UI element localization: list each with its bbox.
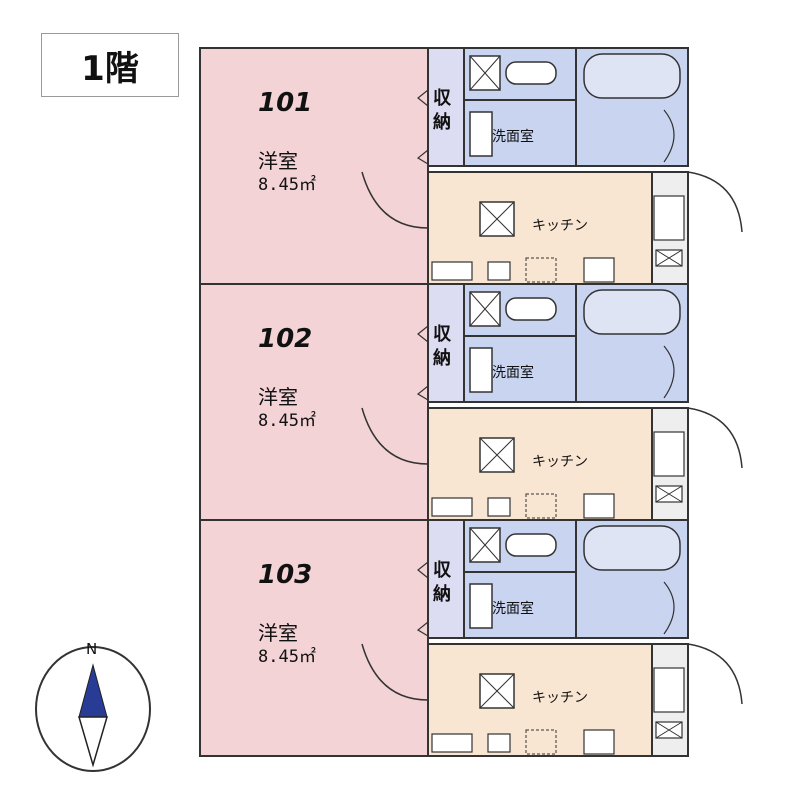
bath-door-icon [663,581,675,635]
western-room-door-icon [361,643,429,701]
shoe-cabinet-icon [653,195,685,241]
compass-north-needle-icon [78,663,108,718]
storage-label-1: 収 [433,88,452,109]
washing-machine-icon [583,729,615,755]
storage-label-1: 収 [433,324,452,345]
room-area-label: 8.45㎡ [258,175,316,195]
room-number: 102 [258,324,312,354]
storage-label-2: 納 [433,111,451,133]
kitchen-sink-icon [487,261,511,281]
floor-label: 1階 [41,33,179,97]
western-room-door-icon [361,171,429,229]
western-room [199,283,429,521]
room-area-label: 8.45㎡ [258,647,316,667]
room-area-label: 8.45㎡ [258,411,316,431]
storage-label-2: 納 [433,583,451,605]
compass-south-needle-icon [78,716,108,768]
kitchen-label: キッチン [532,690,588,706]
western-room [199,519,429,757]
bath-door-icon [663,345,675,399]
storage-label-1: 収 [433,560,452,581]
toilet-icon [505,297,557,321]
western-room [199,47,429,285]
storage-closet [427,47,465,167]
compass-north-label: N [86,640,97,658]
storage-closet [427,519,465,639]
storage-closet [427,283,465,403]
washroom-label: 洗面室 [492,600,534,617]
sink-icon [469,583,493,629]
room-type-label: 洋室 [258,621,298,645]
washroom-label: 洗面室 [492,128,534,145]
sink-icon [469,347,493,393]
bathtub-icon [583,53,681,99]
kitchen-label: キッチン [532,454,588,470]
shoe-cabinet-icon [653,431,685,477]
washroom-label: 洗面室 [492,364,534,381]
bathtub-icon [583,525,681,571]
bathtub-icon [583,289,681,335]
fridge-space-icon [525,493,557,519]
kitchen-sink-icon [487,497,511,517]
stove-icon [431,733,473,753]
storage-label-2: 納 [433,347,451,369]
entrance-door-icon [687,171,743,233]
washing-machine-icon [583,493,615,519]
room-type-label: 洋室 [258,149,298,173]
room-type-label: 洋室 [258,385,298,409]
shoe-cabinet-icon [653,667,685,713]
compass: N [35,640,151,772]
room-number: 101 [258,88,312,118]
room-number: 103 [258,560,312,590]
entrance-door-icon [687,407,743,469]
stove-icon [431,261,473,281]
stove-icon [431,497,473,517]
sink-icon [469,111,493,157]
toilet-icon [505,61,557,85]
western-room-door-icon [361,407,429,465]
toilet-icon [505,533,557,557]
kitchen-sink-icon [487,733,511,753]
kitchen-label: キッチン [532,218,588,234]
fridge-space-icon [525,257,557,283]
washing-machine-icon [583,257,615,283]
bath-door-icon [663,109,675,163]
fridge-space-icon [525,729,557,755]
entrance-door-icon [687,643,743,705]
